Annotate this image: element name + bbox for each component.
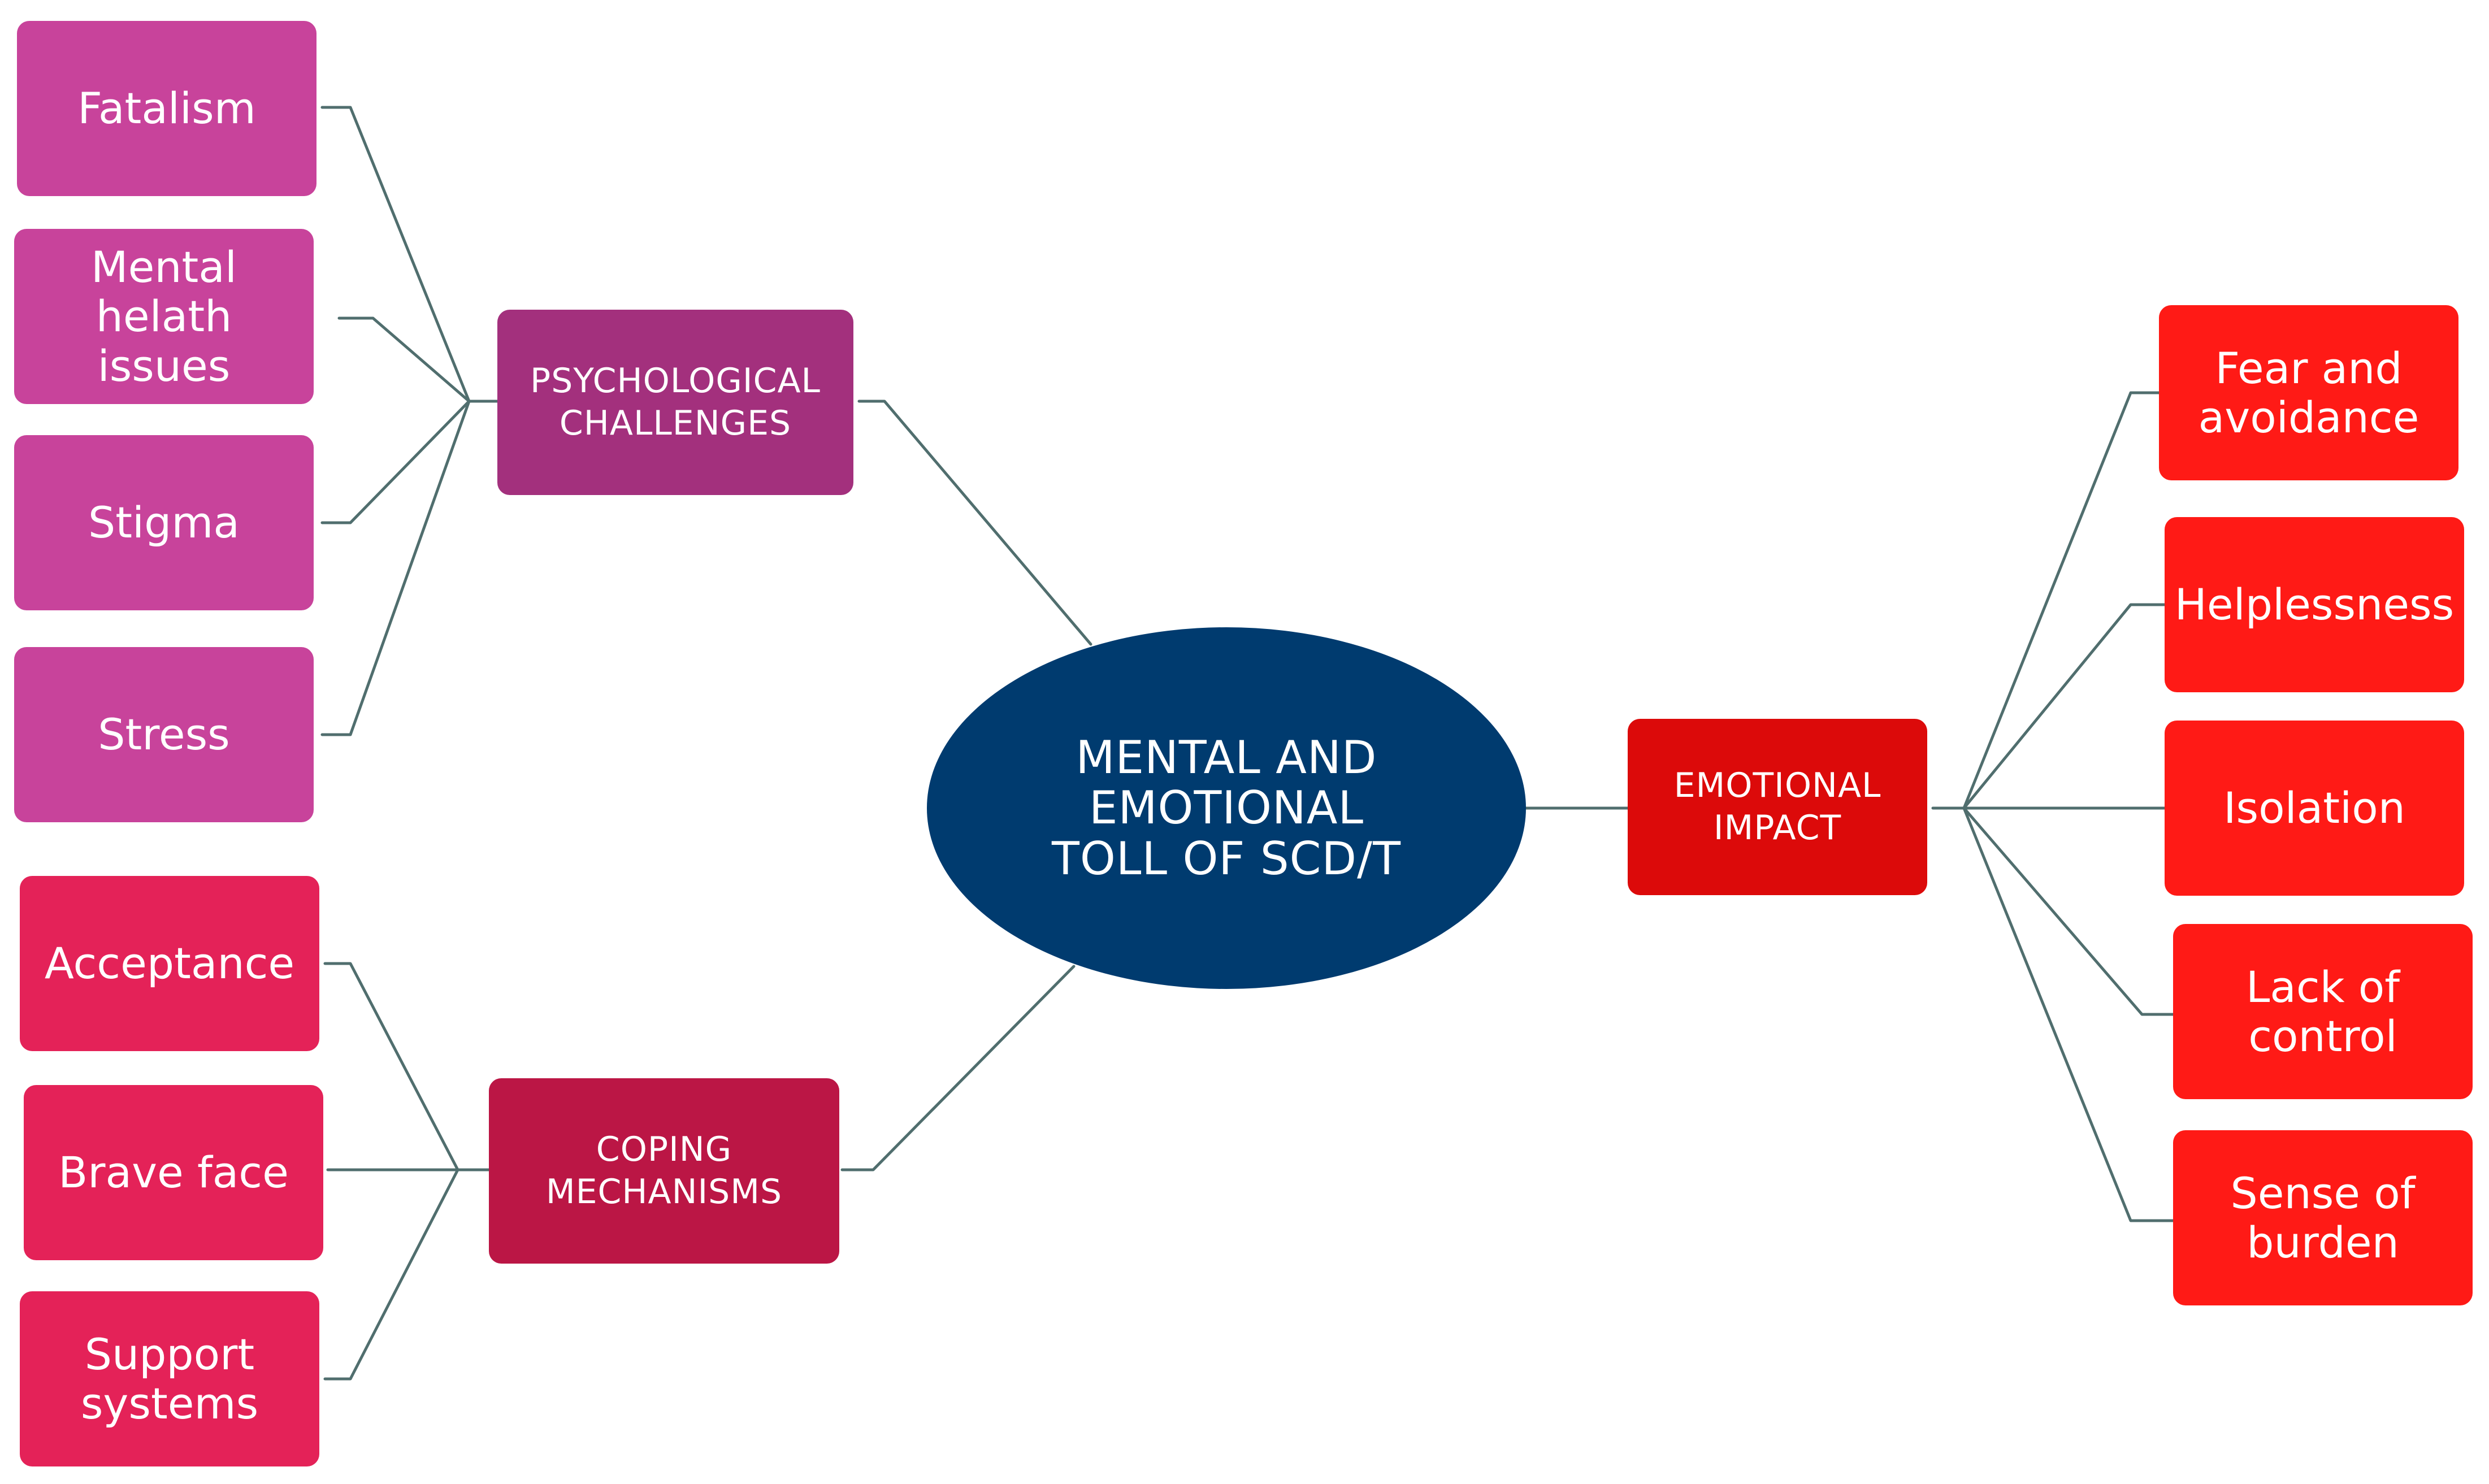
stigma-node: Stigma bbox=[14, 435, 314, 610]
connector-emotional-helplessness bbox=[1962, 603, 2166, 810]
mental-health-issues-node: Mental helath issues bbox=[14, 229, 314, 404]
isolation-node: Isolation bbox=[2165, 721, 2464, 896]
connector-emotional-sense-of-burden bbox=[1962, 806, 2175, 1222]
coping-mechanisms-node: COPING MECHANISMS bbox=[489, 1078, 839, 1264]
connector-psychological-fatalism bbox=[320, 106, 471, 403]
connector-coping-support-systems bbox=[323, 1168, 459, 1381]
psychological-challenges-node: PSYCHOLOGICAL CHALLENGES bbox=[497, 310, 853, 495]
fear-and-avoidance-node: Fear and avoidance bbox=[2159, 305, 2458, 480]
acceptance-node: Acceptance bbox=[20, 876, 319, 1051]
lack-of-control-node: Lack of control bbox=[2173, 924, 2473, 1099]
sense-of-burden-node: Sense of burden bbox=[2173, 1130, 2473, 1305]
connector-psychological-stress bbox=[320, 400, 471, 736]
support-systems-node: Support systems bbox=[20, 1291, 319, 1466]
connector-psychological-mental-health bbox=[337, 316, 471, 403]
brave-face-node: Brave face bbox=[24, 1085, 323, 1260]
connector-center-coping bbox=[840, 965, 1076, 1171]
connector-psychological-stigma bbox=[320, 400, 471, 524]
emotional-impact-node: EMOTIONAL IMPACT bbox=[1628, 719, 1927, 895]
helplessness-node: Helplessness bbox=[2165, 517, 2464, 692]
connector-emotional-fear bbox=[1962, 391, 2161, 810]
connector-emotional-lack-of-control bbox=[1962, 806, 2175, 1016]
connector-coping-acceptance bbox=[323, 962, 459, 1171]
connector-center-psychological bbox=[857, 400, 1092, 646]
stress-node: Stress bbox=[14, 647, 314, 822]
fatalism-node: Fatalism bbox=[17, 21, 316, 196]
center-topic: MENTAL AND EMOTIONAL TOLL OF SCD/T bbox=[927, 627, 1526, 989]
